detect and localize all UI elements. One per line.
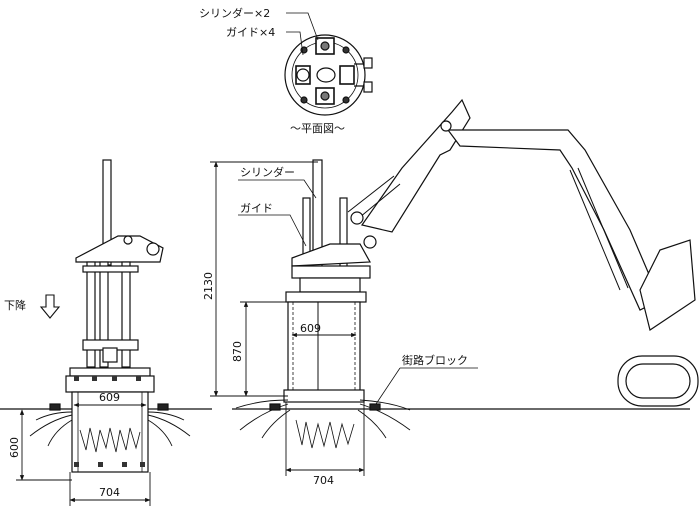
left-dimensions (16, 402, 151, 506)
plan-caption: ～平面図～ (290, 122, 345, 135)
right-cylinder-label: シリンダー (240, 165, 295, 179)
plan-cylinder-label: シリンダー×2 (199, 6, 270, 20)
left-inner-diameter: 609 (99, 391, 120, 404)
right-inner-diameter: 609 (300, 322, 321, 335)
body-height: 870 (231, 341, 244, 362)
left-outer-diameter: 704 (99, 486, 120, 499)
plan-guide-label: ガイド×4 (226, 26, 275, 39)
plan-cylinder-center (316, 67, 336, 83)
plan-guide-right (339, 65, 355, 85)
left-view (29, 159, 191, 473)
down-arrow-icon (39, 294, 61, 319)
left-cutter-body (71, 391, 149, 473)
direction-label: 下降 (4, 298, 26, 312)
right-view (235, 98, 699, 449)
excavator-boom (360, 98, 471, 233)
right-dimensions (210, 161, 478, 476)
excavator-track (617, 355, 699, 407)
left-depth: 600 (8, 437, 21, 458)
left-top-bracket (75, 235, 164, 263)
excavator-cab (639, 239, 696, 331)
excavator-stick (446, 129, 661, 311)
total-height: 2130 (202, 272, 215, 300)
right-outer-diameter: 704 (313, 474, 334, 487)
plan-cylinder-left (296, 68, 310, 82)
right-guide-label: ガイド (240, 202, 273, 215)
right-cutter-body (287, 301, 361, 395)
block-label: 街路ブロック (402, 353, 468, 367)
plan-view (284, 12, 373, 116)
